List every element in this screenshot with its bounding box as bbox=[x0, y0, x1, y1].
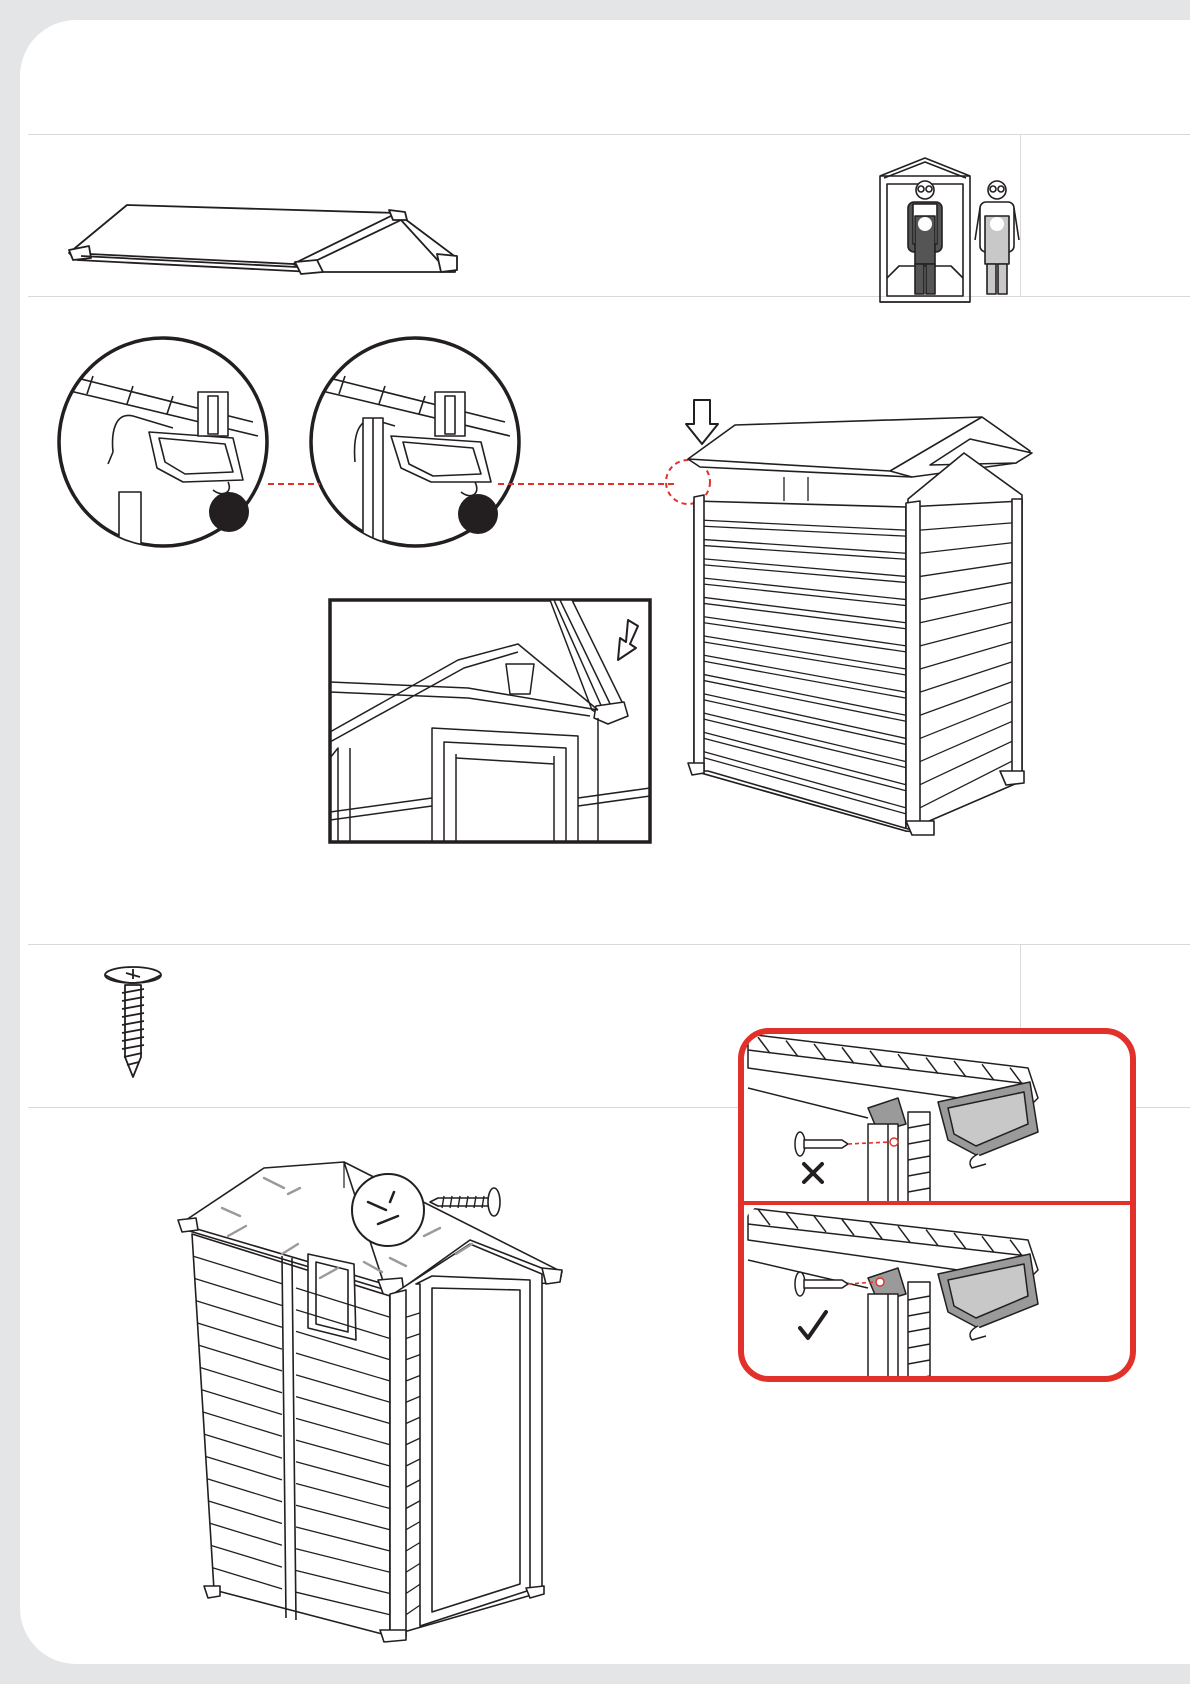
screw-icon bbox=[98, 965, 168, 1081]
detail-leader-line bbox=[260, 420, 720, 500]
roof-assembly-illustration bbox=[45, 180, 465, 280]
divider-3 bbox=[28, 944, 1190, 945]
two-person-required-icon bbox=[875, 158, 1025, 308]
roof-edge-detail-inset bbox=[328, 598, 652, 844]
divider-top bbox=[28, 134, 1190, 135]
shed-roof-placement-illustration bbox=[680, 415, 1130, 855]
clip-detail-1 bbox=[53, 332, 273, 552]
screw-insertion-detail bbox=[350, 1172, 520, 1252]
correct-incorrect-screw-detail bbox=[738, 1028, 1138, 1384]
instruction-page bbox=[20, 20, 1190, 1664]
